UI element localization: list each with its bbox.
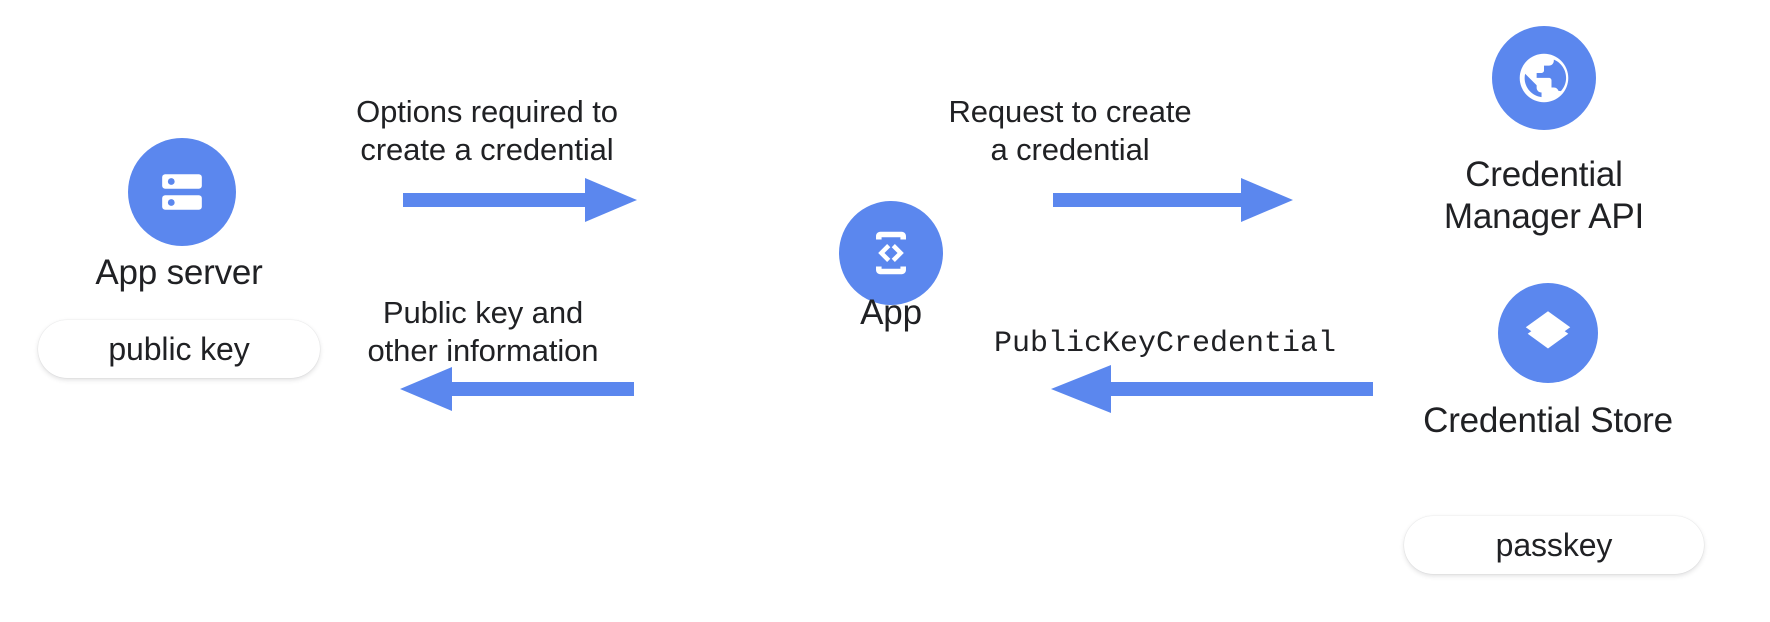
node-app-server (128, 138, 236, 246)
layers-icon (1498, 283, 1598, 383)
arrow-label-publickeycredential: PublicKeyCredential (993, 327, 1337, 361)
pill-public-key: public key (38, 320, 320, 378)
arrow-right-options (403, 168, 637, 232)
node-app (839, 201, 943, 305)
node-label-app: App (860, 293, 922, 332)
pill-passkey: passkey (1404, 516, 1704, 574)
node-label-app-server: App server (95, 253, 263, 292)
arrow-label-public-key-info: Public key and other information (367, 295, 599, 368)
arrow-left-public-key (394, 357, 634, 421)
arrow-left-publickeycredential (1043, 357, 1373, 421)
arrow-label-request-create: Request to create a credential (948, 94, 1192, 167)
arrow-label-options-required: Options required to create a credential (356, 94, 618, 167)
node-credential-manager-api (1492, 26, 1596, 130)
node-label-credential-manager-api: Credential Manager API (1443, 155, 1645, 236)
server-icon (128, 138, 236, 246)
arrow-right-request (1053, 168, 1293, 232)
node-label-credential-store: Credential Store (1423, 401, 1673, 440)
node-credential-store (1498, 283, 1598, 383)
globe-icon (1492, 26, 1596, 130)
app-code-phone-icon (839, 201, 943, 305)
